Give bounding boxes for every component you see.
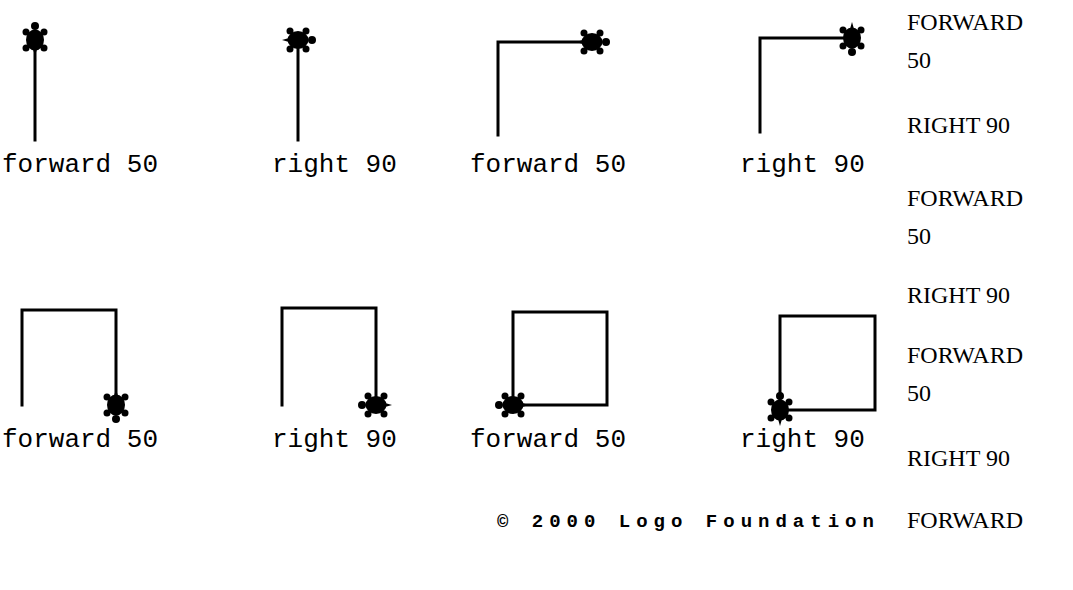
command-caption: forward 50 <box>470 425 626 455</box>
command-list-item: RIGHT 90 <box>907 439 1042 477</box>
turtle-icon <box>282 28 316 53</box>
copyright-note: © 2000 Logo Foundation <box>497 511 880 533</box>
turtle-icon <box>358 393 392 418</box>
turtle-trail <box>513 312 607 405</box>
command-caption: forward 50 <box>2 425 158 455</box>
command-list-item: FORWARD 50 <box>907 3 1042 79</box>
turtle-icon <box>576 30 610 55</box>
command-list-item: FORWARD 50 <box>907 179 1042 255</box>
turtle-trail <box>282 308 376 405</box>
turtle-icon <box>495 393 529 418</box>
turtle-icon <box>768 392 793 426</box>
command-list-item: FORWARD 50 <box>907 336 1042 412</box>
command-caption: right 90 <box>272 150 397 180</box>
command-caption: forward 50 <box>2 150 158 180</box>
command-list-item: FORWARD <box>907 501 1042 539</box>
turtle-icon <box>23 22 48 56</box>
command-caption: right 90 <box>740 425 865 455</box>
command-list-item: RIGHT 90 <box>907 106 1042 144</box>
command-caption: right 90 <box>740 150 865 180</box>
turtle-icon <box>104 389 129 423</box>
turtle-trail <box>780 316 875 410</box>
command-list-item: RIGHT 90 <box>907 276 1042 314</box>
command-caption: right 90 <box>272 425 397 455</box>
command-caption: forward 50 <box>470 150 626 180</box>
turtle-trail <box>22 310 116 405</box>
turtle-trail <box>297 40 300 140</box>
turtle-trail <box>498 42 592 135</box>
turtle-trail <box>760 38 852 132</box>
turtle-icon <box>840 22 865 56</box>
